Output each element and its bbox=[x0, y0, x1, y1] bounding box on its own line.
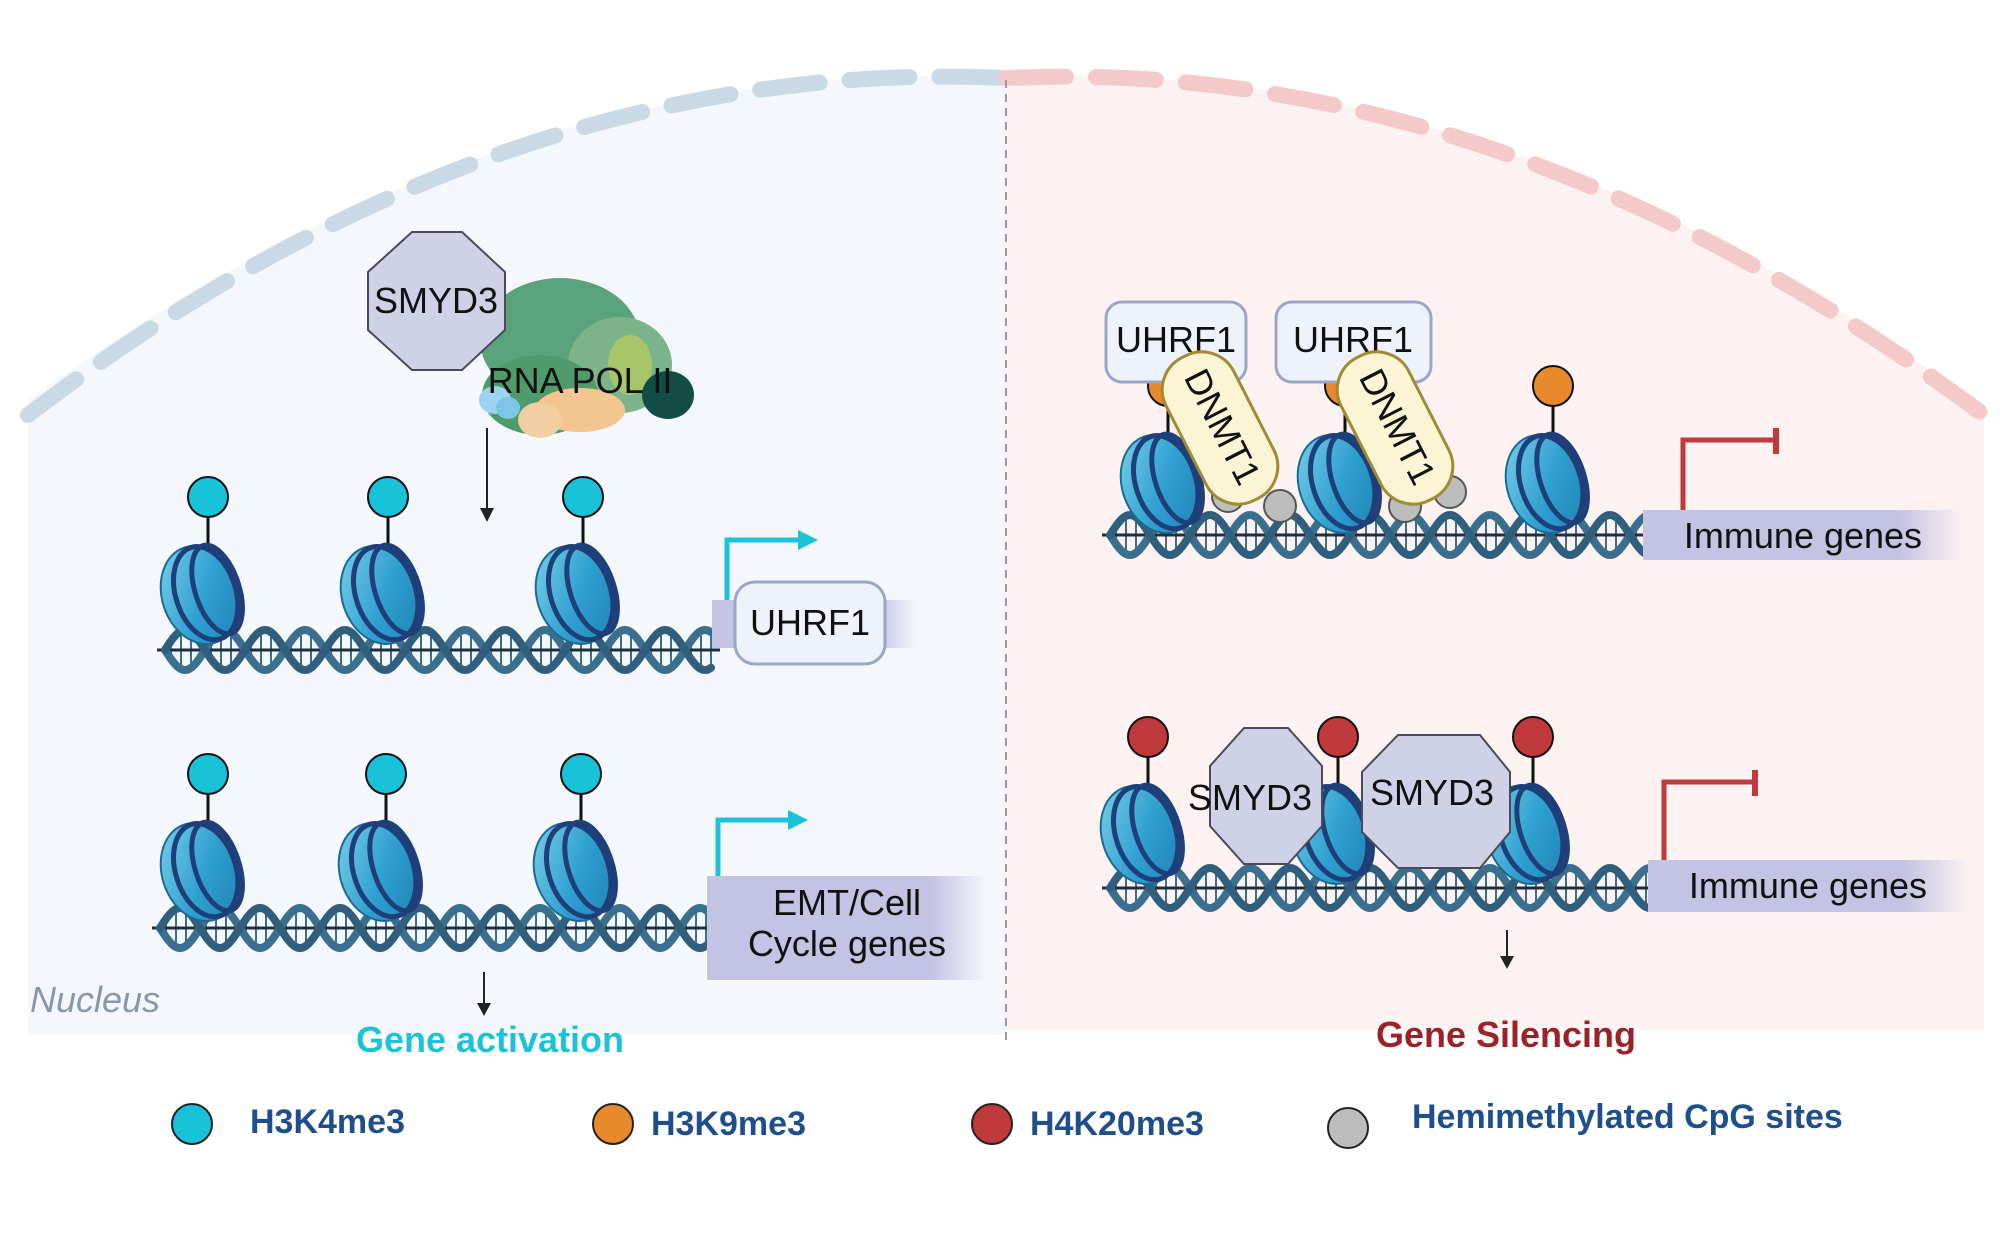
legend-label-cpg: Hemimethylated CpG sites bbox=[1412, 1098, 1843, 1136]
gene-box-emt bbox=[707, 876, 987, 980]
nucleosome bbox=[337, 819, 423, 922]
dna-strand bbox=[161, 625, 715, 675]
dna-strand-left-row2 bbox=[152, 903, 720, 953]
nuclear-envelope-left bbox=[20, 68, 1014, 423]
smyd3-octagon-b bbox=[1361, 734, 1511, 869]
silencing-output-arrow-head bbox=[1500, 956, 1514, 969]
dna-wrap bbox=[1129, 782, 1185, 877]
activation-output-arrow-head bbox=[477, 1003, 491, 1016]
legend: H3K4me3 H3K9me3 H4K20me3 Hemimethylated … bbox=[171, 1098, 1843, 1149]
nucleosome bbox=[532, 819, 618, 922]
rna-pol-ii-label: RNA POL II bbox=[488, 360, 673, 401]
dna-strand bbox=[1106, 510, 1652, 560]
nucleosomes-left-row1 bbox=[159, 476, 620, 645]
dna-wrap bbox=[1516, 433, 1586, 532]
smyd3-label-b: SMYD3 bbox=[1370, 772, 1494, 813]
nucleosomes-right-row2 bbox=[1099, 716, 1570, 885]
outside-nucleus bbox=[0, 0, 2000, 420]
repression-symbol-row1 bbox=[1680, 437, 1776, 510]
gene-box-immune-2 bbox=[1648, 860, 1968, 912]
immune-gene-label-1: Immune genes bbox=[1684, 515, 1922, 556]
histone-mark bbox=[187, 753, 229, 795]
dna-wrap bbox=[189, 819, 245, 914]
nucleosome bbox=[1099, 782, 1185, 885]
repression-symbol-row2 bbox=[1661, 779, 1755, 860]
legend-swatch-h3k4me3 bbox=[171, 1103, 213, 1145]
emt-gene-label-line1: EMT/Cell bbox=[773, 882, 921, 923]
nucleosomes-right-row1 bbox=[1119, 365, 1590, 534]
histone-mark bbox=[1512, 716, 1554, 758]
activation-arrow-row1-head bbox=[798, 530, 818, 550]
legend-label-h3k4me3: H3K4me3 bbox=[250, 1103, 405, 1141]
dna-wrap bbox=[171, 544, 241, 643]
rna-pol-ii-complex bbox=[479, 278, 694, 438]
dna-strand-right-row2 bbox=[1102, 863, 1656, 913]
smyd3-label-top: SMYD3 bbox=[374, 280, 498, 321]
dna-wrap bbox=[562, 819, 618, 914]
legend-swatch-h3k9me3 bbox=[592, 1103, 634, 1145]
smyd3-octagon-top bbox=[367, 231, 506, 371]
dna-wrap bbox=[1111, 784, 1181, 883]
legend-label-h3k9me3: H3K9me3 bbox=[651, 1105, 806, 1143]
nucleosomes-left-row2 bbox=[159, 753, 618, 922]
gene-silencing-label: Gene Silencing bbox=[1376, 1014, 1636, 1055]
dna-wrap bbox=[1534, 431, 1590, 526]
smyd3-label-a: SMYD3 bbox=[1188, 777, 1312, 818]
dna-strand-left-row1 bbox=[157, 625, 720, 675]
cpg-site bbox=[1263, 489, 1297, 523]
legend-label-h4k20me3: H4K20me3 bbox=[1030, 1105, 1204, 1143]
dna-wrap bbox=[369, 542, 425, 637]
complex-arrow-head bbox=[480, 508, 494, 522]
dna-wrap bbox=[1308, 433, 1378, 532]
histone-mark bbox=[560, 753, 602, 795]
dna-wrap bbox=[171, 821, 241, 920]
dna-strand bbox=[156, 903, 716, 953]
emt-gene-label-line2: Cycle genes bbox=[748, 923, 946, 964]
dna-strand bbox=[161, 625, 715, 675]
activation-arrow-row2 bbox=[715, 817, 792, 876]
gene-box-immune-1 bbox=[1643, 510, 1963, 560]
uhrf1-label-b: UHRF1 bbox=[1293, 319, 1413, 360]
uhrf1-label-a: UHRF1 bbox=[1116, 319, 1236, 360]
nucleosome bbox=[1119, 431, 1205, 534]
legend-swatch-cpg bbox=[1327, 1107, 1369, 1149]
histone-mark bbox=[187, 476, 229, 518]
dna-wrap bbox=[1131, 433, 1201, 532]
histone-mark bbox=[367, 476, 409, 518]
histone-mark bbox=[562, 476, 604, 518]
dna-wrap bbox=[546, 544, 616, 643]
dna-wrap bbox=[189, 542, 245, 637]
legend-swatch-h4k20me3 bbox=[971, 1103, 1013, 1145]
dna-wrap bbox=[564, 542, 620, 637]
dna-wrap bbox=[1514, 782, 1570, 877]
uhrf1-protein-left bbox=[733, 580, 887, 666]
nucleus-label: Nucleus bbox=[30, 979, 160, 1020]
histone-mark bbox=[365, 753, 407, 795]
dna-strand bbox=[1106, 863, 1652, 913]
activation-arrow-row2-head bbox=[788, 810, 808, 830]
smyd3-octagon-a bbox=[1209, 727, 1323, 865]
dna-wrap bbox=[351, 544, 421, 643]
activation-arrow-row1 bbox=[724, 537, 802, 600]
nuclear-envelope-right bbox=[998, 68, 1992, 423]
dna-strand bbox=[1106, 863, 1652, 913]
dna-strand bbox=[156, 903, 716, 953]
immune-gene-label-2: Immune genes bbox=[1689, 865, 1927, 906]
dna-wrap bbox=[367, 819, 423, 914]
nucleosome bbox=[159, 542, 245, 645]
uhrf1-gene-label: UHRF1 bbox=[750, 602, 870, 643]
nucleosome bbox=[534, 542, 620, 645]
nucleosome bbox=[159, 819, 245, 922]
gene-activation-label: Gene activation bbox=[356, 1019, 624, 1060]
nucleosome bbox=[339, 542, 425, 645]
nucleosome bbox=[1504, 431, 1590, 534]
histone-mark bbox=[1317, 716, 1359, 758]
histone-mark bbox=[1127, 716, 1169, 758]
dna-wrap bbox=[349, 821, 419, 920]
dna-wrap bbox=[544, 821, 614, 920]
histone-mark bbox=[1532, 365, 1574, 407]
